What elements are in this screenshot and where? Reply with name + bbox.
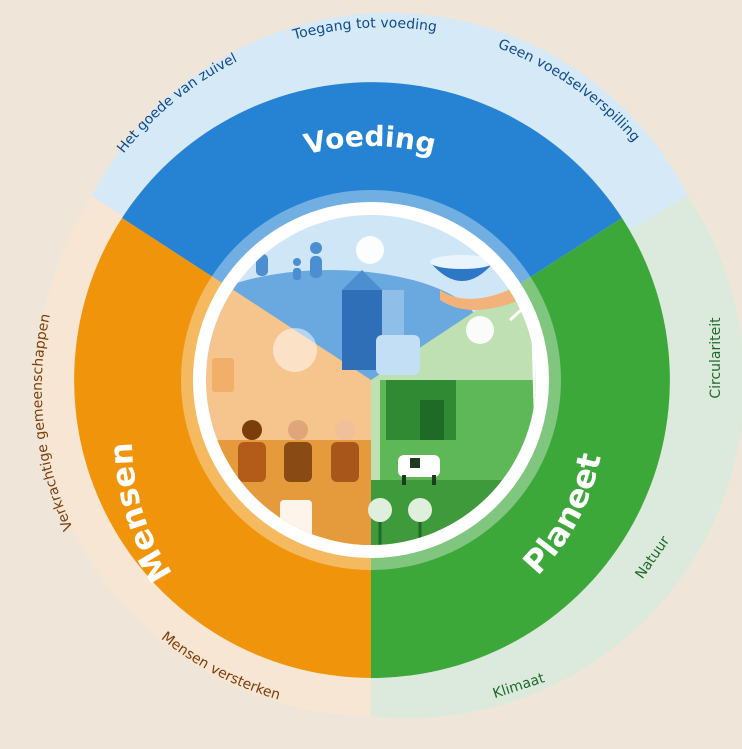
bowl-icon	[430, 240, 520, 310]
flower-icon	[368, 498, 432, 545]
farmers-icon	[238, 420, 359, 482]
barn-icon	[386, 380, 456, 440]
milk-can-icon	[212, 358, 234, 392]
cow-icon	[398, 455, 440, 485]
milk-carton-icon	[342, 270, 420, 375]
planeet-label-circulariteit: Circulariteit	[708, 317, 724, 399]
